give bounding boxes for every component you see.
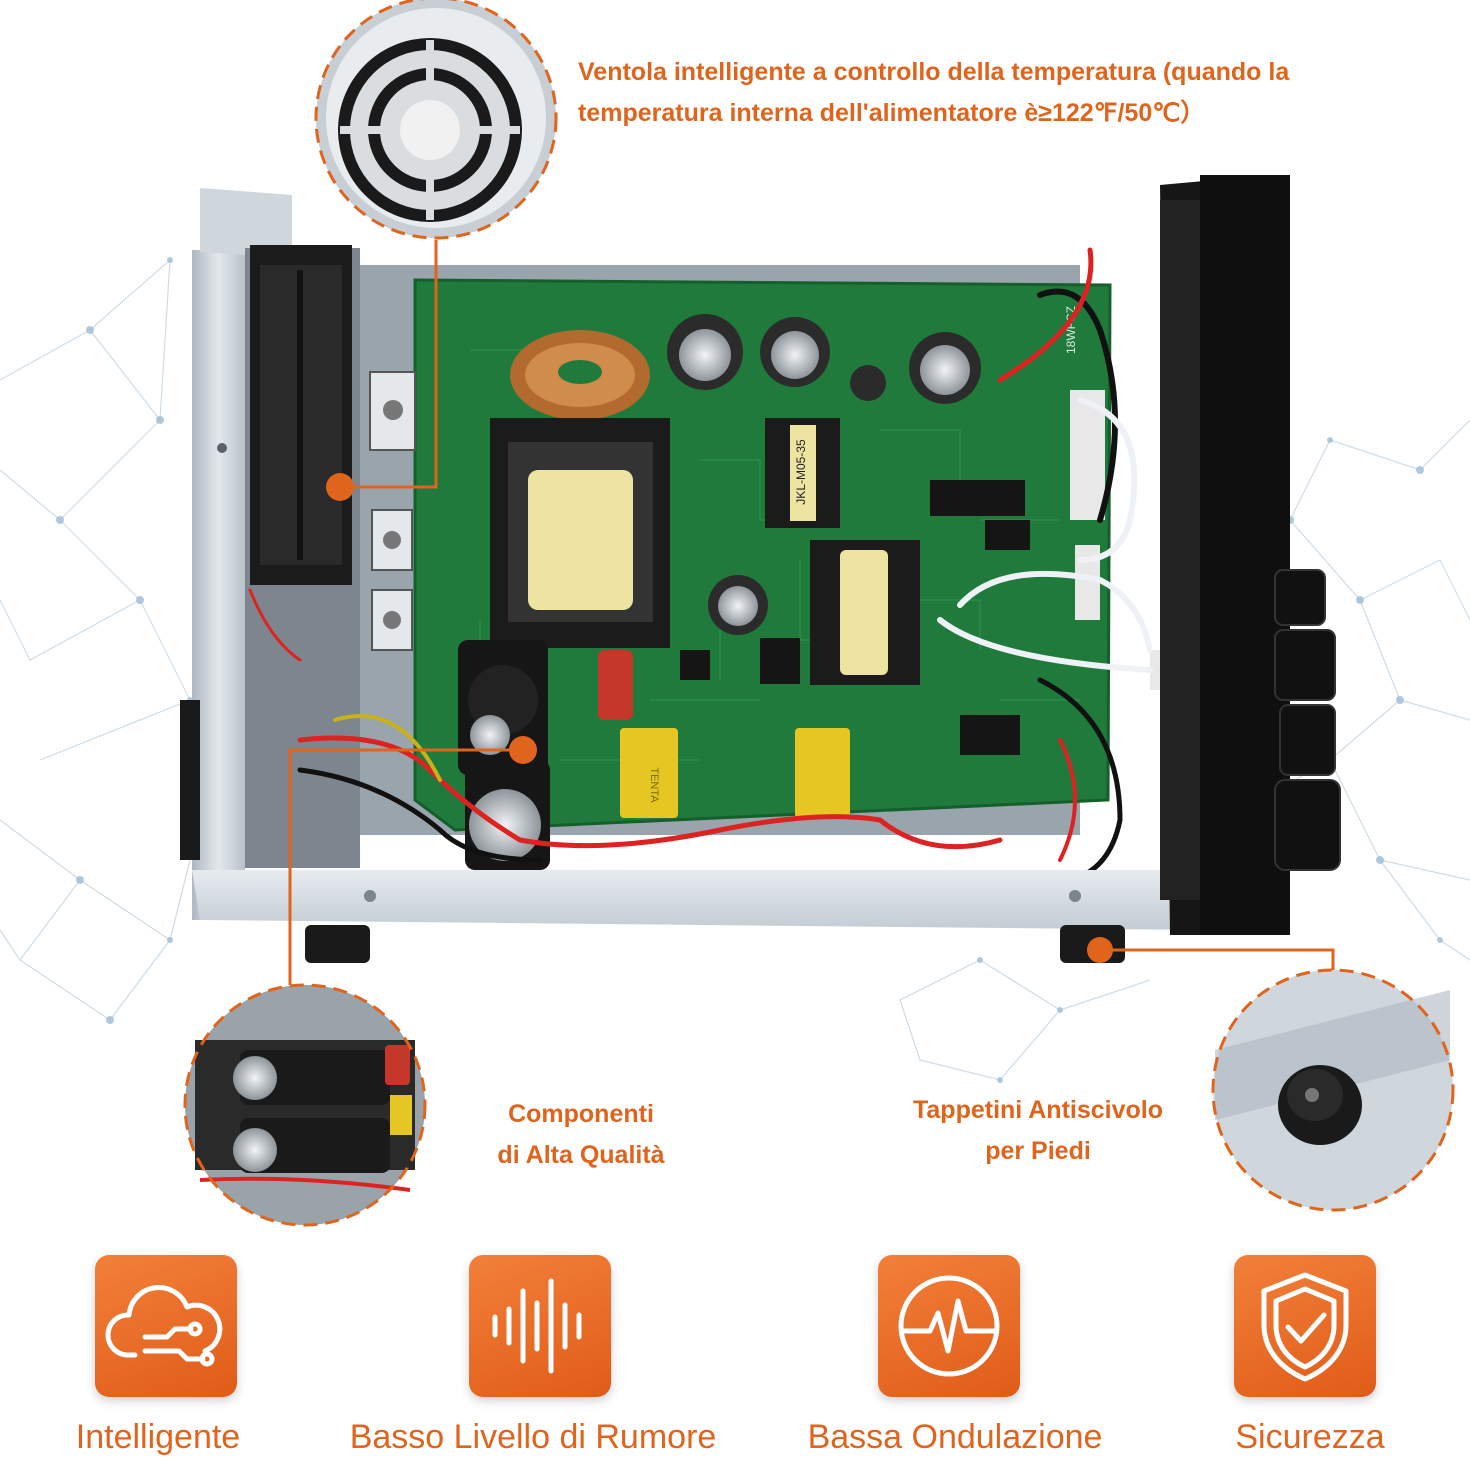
transformer-label: JKL-M05-35	[794, 439, 808, 505]
rear-fan	[250, 245, 352, 585]
components-callout-line1: Componenti	[508, 1100, 654, 1128]
front-panel	[1160, 175, 1341, 935]
fan-callout-line1: Ventola intelligente a controllo della t…	[578, 58, 1290, 86]
fan-callout-text: Ventola intelligente a controllo della t…	[578, 52, 1289, 134]
feet-callout-line2: per Piedi	[985, 1137, 1091, 1165]
feet-callout-line1: Tappetini Antiscivolo	[912, 1096, 1163, 1124]
components-callout-line2: di Alta Qualità	[497, 1141, 665, 1169]
sound-wave-icon	[492, 1278, 582, 1374]
capacitor-brand-label: TENTA	[648, 767, 660, 803]
feet-callout-text: Tappetini Antiscivolo per Piedi	[890, 1090, 1186, 1172]
feature-box-sicurezza	[1234, 1255, 1376, 1397]
zoom-feet-circle	[1211, 968, 1455, 1212]
feature-label-intelligente: Intelligente	[75, 1418, 241, 1456]
feature-label-rumore: Basso Livello di Rumore	[349, 1418, 717, 1456]
feature-label-ondulazione: Bassa Ondulazione	[807, 1418, 1103, 1456]
feature-box-ondulazione	[878, 1255, 1020, 1397]
fan-callout-line2: temperatura interna dell'alimentatore è≥…	[578, 99, 1206, 127]
feature-label-sicurezza: Sicurezza	[1235, 1418, 1385, 1456]
chassis-base	[180, 700, 1210, 963]
feature-box-rumore	[469, 1255, 611, 1397]
bulk-capacitors	[458, 640, 550, 870]
zoom-fan-circle	[314, 0, 558, 240]
zoom-components-circle	[183, 983, 427, 1227]
shield-check-icon	[1261, 1272, 1349, 1382]
components-callout-text: Componenti di Alta Qualità	[474, 1094, 688, 1176]
feature-box-intelligente	[95, 1255, 237, 1397]
cloud-circuit-icon	[105, 1285, 223, 1367]
pulse-icon	[898, 1275, 1000, 1377]
